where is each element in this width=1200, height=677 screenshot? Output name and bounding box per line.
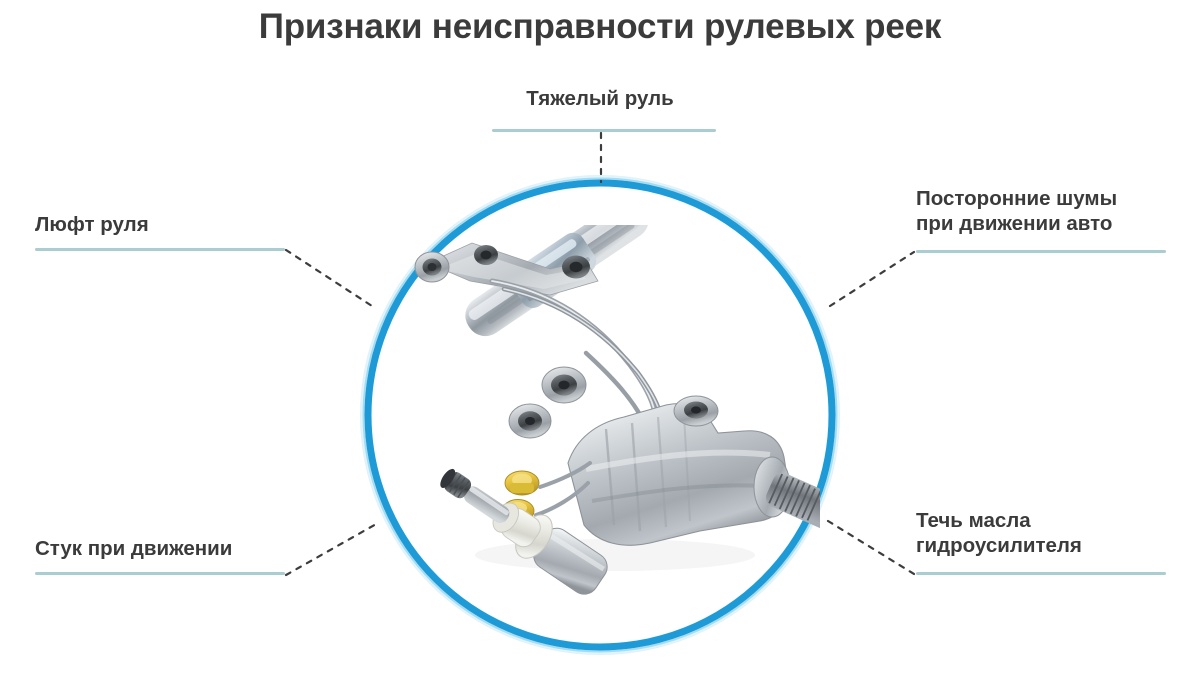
callout-power-steering-leak-underline (916, 572, 1166, 575)
page-title: Признаки неисправности рулевых реек (258, 7, 942, 46)
connector-steering-play (284, 248, 374, 308)
callout-knocking-line-1: Стук при движении (35, 537, 233, 560)
connector-extraneous-noise (828, 250, 916, 308)
callout-extraneous-noise-label: Посторонние шумы при движении авто (916, 186, 1176, 236)
steering-rack-image (400, 199, 869, 605)
callout-heavy-steering-underline (492, 129, 716, 132)
callout-extraneous-noise-underline (916, 250, 1166, 253)
steering-rack-illustration (414, 199, 869, 595)
callout-steering-play-underline (35, 248, 285, 251)
callout-power-steering-leak-label: Течь масла гидроусилителя (916, 508, 1176, 558)
callout-knocking-label: Стук при движении (35, 536, 232, 561)
callout-heavy-steering-label: Тяжелый руль (0, 86, 1200, 111)
callout-extraneous-noise-line-1: Посторонние шумы (916, 187, 1118, 210)
callout-extraneous-noise-line-2: при движении авто (916, 212, 1113, 235)
connector-knocking (284, 521, 380, 577)
callout-power-steering-leak-line-1: Течь масла (916, 509, 1031, 532)
callout-steering-play-line-1: Люфт руля (35, 213, 149, 236)
callout-power-steering-leak-line-2: гидроусилителя (916, 534, 1082, 557)
callout-knocking-underline (35, 572, 285, 575)
connector-power-steering-leak (826, 519, 916, 576)
callout-steering-play-label: Люфт руля (35, 212, 149, 237)
callout-heavy-steering-line-1: Тяжелый руль (526, 87, 674, 110)
